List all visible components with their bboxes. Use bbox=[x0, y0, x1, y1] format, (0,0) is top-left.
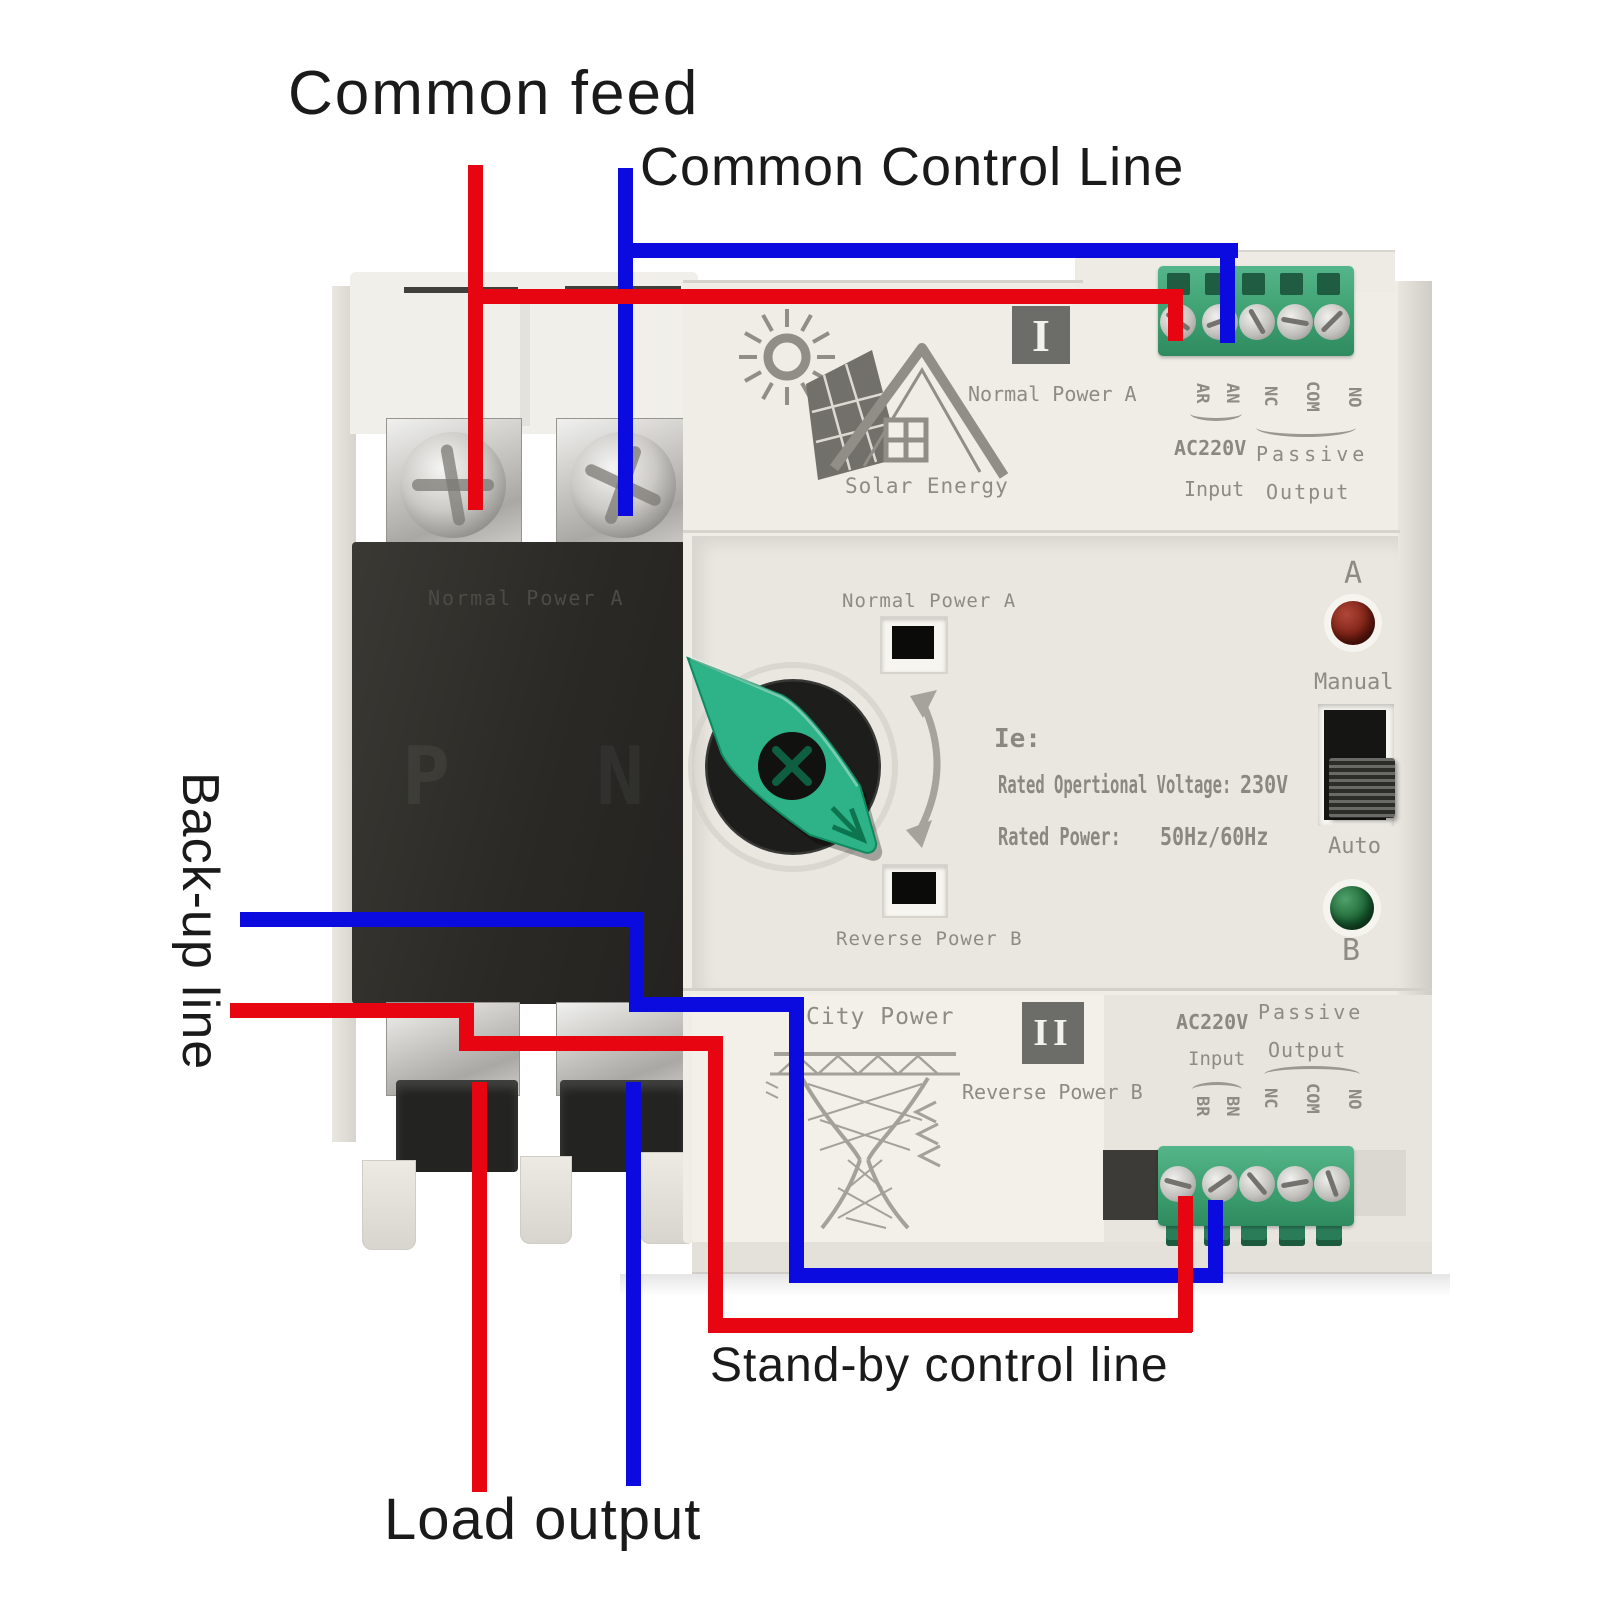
rotate-arrow-icon bbox=[917, 702, 941, 830]
common-control-wire-segment bbox=[1220, 243, 1235, 343]
terminal-label-com: COM bbox=[1302, 381, 1322, 412]
standby-control-wire-segment bbox=[1208, 1200, 1223, 1283]
passive-label: Passive bbox=[1256, 442, 1369, 466]
rotary-handle bbox=[686, 656, 941, 872]
led-b-label: B bbox=[1342, 933, 1361, 968]
rated-power-value: 50Hz/60Hz bbox=[1160, 822, 1269, 851]
module-b-badge: II bbox=[1022, 1002, 1084, 1064]
supply-sub-label: Input bbox=[1184, 477, 1245, 501]
indicator-a-label: Normal Power A bbox=[842, 590, 1017, 612]
passive-sub-label-b: Output bbox=[1268, 1038, 1347, 1062]
backup-line-wire-segment bbox=[629, 997, 803, 1012]
breaker-housing-groove bbox=[520, 296, 530, 426]
bottom-terminal-bay bbox=[1104, 995, 1432, 1273]
terminal-label-com-b: COM bbox=[1302, 1083, 1322, 1114]
breaker-top-edge-line bbox=[404, 287, 518, 293]
module-a-logo-label: Solar Energy bbox=[845, 474, 1009, 498]
bracket bbox=[1192, 1082, 1242, 1097]
indicator-a-window-glass bbox=[892, 626, 934, 659]
supply-label-b: AC220V bbox=[1176, 1010, 1249, 1034]
solar-energy-icon bbox=[739, 309, 1009, 480]
load-output-wire-red bbox=[472, 1082, 487, 1492]
common-feed-wire-segment bbox=[1168, 289, 1183, 341]
terminal-screw-icon bbox=[1277, 304, 1313, 340]
terminal-tab bbox=[1316, 1226, 1342, 1246]
terminal-label-nc: NC bbox=[1260, 386, 1280, 407]
terminal-label-ar: AR bbox=[1192, 383, 1212, 404]
supply-sub-label-b: Input bbox=[1188, 1048, 1246, 1070]
common-feed-wire-segment bbox=[468, 289, 1183, 304]
ie-label: Ie: bbox=[994, 724, 1041, 754]
supply-label: AC220V bbox=[1174, 436, 1247, 460]
brace bbox=[1256, 418, 1356, 437]
terminal-tab bbox=[1241, 1226, 1267, 1246]
terminal-screw-icon bbox=[1277, 1166, 1313, 1202]
terminal-label-an: AN bbox=[1222, 383, 1242, 404]
standby-control-wire-segment bbox=[708, 1318, 1192, 1333]
module-a-power-label: Normal Power A bbox=[968, 382, 1137, 406]
manual-label: Manual bbox=[1314, 670, 1394, 695]
terminal-label-bn: BN bbox=[1222, 1096, 1242, 1117]
common-feed-label: Common feed bbox=[288, 59, 700, 128]
terminal-screw-icon bbox=[400, 432, 506, 538]
standby-control-line-label: Stand-by control line bbox=[710, 1339, 1169, 1392]
auto-label: Auto bbox=[1328, 834, 1381, 859]
breaker-faint-label: Normal Power A bbox=[428, 586, 625, 610]
terminal-label-br: BR bbox=[1192, 1096, 1212, 1117]
rated-voltage-value: 230V bbox=[1240, 770, 1289, 799]
terminal-label-no-b: NO bbox=[1344, 1089, 1364, 1110]
passive-label-b: Passive bbox=[1258, 1000, 1364, 1024]
breaker-clamp-left bbox=[396, 1080, 518, 1172]
bracket bbox=[1190, 406, 1242, 421]
mode-switch-slider bbox=[1329, 758, 1395, 818]
terminal-recess-shadow bbox=[1103, 1150, 1161, 1220]
backup-line-wire-segment bbox=[629, 912, 644, 1012]
breaker-foot bbox=[362, 1160, 416, 1250]
terminal-label-no: NO bbox=[1344, 387, 1364, 408]
terminal-screw-icon bbox=[1239, 1166, 1275, 1202]
common-control-wire-segment bbox=[618, 243, 1238, 258]
led-a-indicator bbox=[1331, 601, 1375, 645]
breaker-foot bbox=[520, 1156, 572, 1244]
terminal-screw-icon bbox=[1202, 1166, 1238, 1202]
breaker-pole-p-label: P bbox=[402, 730, 451, 823]
rated-power-label: Rated Power: bbox=[998, 822, 1121, 851]
backup-line-wire-segment bbox=[459, 1036, 723, 1051]
bottom-terminal-block bbox=[1158, 1146, 1354, 1226]
common-feed-wire-segment bbox=[468, 165, 483, 510]
backup-line-wire-segment bbox=[240, 912, 644, 927]
seam-bottom bbox=[683, 988, 1432, 991]
terminal-screw-icon bbox=[1239, 304, 1275, 340]
load-output-wire-blue bbox=[626, 1082, 641, 1486]
backup-line-wire-segment bbox=[230, 1003, 474, 1018]
terminal-screw-icon bbox=[1314, 304, 1350, 340]
top-terminal-block bbox=[1158, 266, 1354, 356]
backup-line-label: Back-up line bbox=[171, 772, 229, 1071]
module-a-badge: I bbox=[1012, 306, 1070, 364]
passive-sub-label: Output bbox=[1266, 480, 1351, 504]
indicator-b-label: Reverse Power B bbox=[836, 928, 1023, 950]
led-b-indicator bbox=[1330, 886, 1374, 930]
standby-control-wire-segment bbox=[789, 1268, 1223, 1283]
standby-control-wire-segment bbox=[708, 1036, 723, 1333]
rated-voltage-label: Rated Opertional Voltage: bbox=[998, 770, 1232, 799]
load-output-label: Load output bbox=[384, 1487, 702, 1552]
seam-top bbox=[683, 530, 1400, 533]
terminal-label-nc-b: NC bbox=[1260, 1088, 1280, 1109]
breaker-pole-n-label: N bbox=[596, 730, 645, 823]
common-control-line-label: Common Control Line bbox=[640, 137, 1185, 197]
led-a-label: A bbox=[1344, 556, 1363, 591]
module-b-logo-label: City Power bbox=[806, 1004, 955, 1030]
ats-top-edge-line bbox=[683, 280, 1083, 283]
brace bbox=[1264, 1066, 1360, 1083]
terminal-screw-icon bbox=[1314, 1166, 1350, 1202]
indicator-b-window-glass bbox=[892, 872, 936, 904]
common-control-wire-segment bbox=[618, 168, 633, 516]
terminal-step bbox=[1354, 1150, 1406, 1216]
standby-control-wire-segment bbox=[1178, 1196, 1193, 1332]
terminal-tab bbox=[1279, 1226, 1305, 1246]
standby-control-wire-segment bbox=[789, 997, 804, 1283]
module-b-power-label: Reverse Power B bbox=[962, 1080, 1143, 1104]
